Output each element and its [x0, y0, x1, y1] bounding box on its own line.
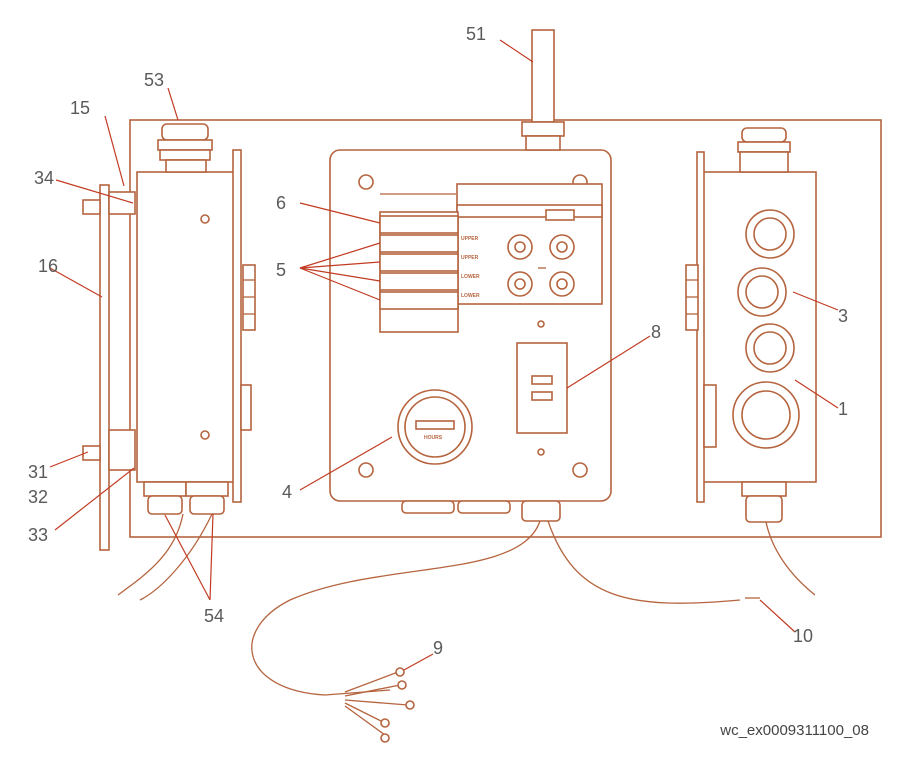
callout-10: 10	[793, 626, 813, 646]
callout-4: 4	[282, 482, 292, 502]
callout-1: 1	[838, 399, 848, 419]
callout-5: 5	[276, 260, 286, 280]
callout-16: 16	[38, 256, 58, 276]
callout-32: 32	[28, 487, 48, 507]
callout-8: 8	[651, 322, 661, 342]
svg-text:LOWER: LOWER	[461, 293, 480, 299]
callout-15: 15	[70, 98, 90, 118]
callout-33: 33	[28, 525, 48, 545]
figure-reference: wc_ex0009311100_08	[720, 722, 869, 739]
callout-53: 53	[144, 70, 164, 90]
callout-54: 54	[204, 606, 224, 626]
callout-9: 9	[433, 638, 443, 658]
svg-text:HOURS: HOURS	[424, 435, 443, 441]
svg-text:UPPER: UPPER	[461, 255, 479, 261]
svg-text:UPPER: UPPER	[461, 236, 479, 242]
mounting-plate-16	[82, 184, 136, 551]
right-enclosure	[685, 127, 817, 523]
control-box: UPPER UPPER LOWER LOWER HOURS	[329, 29, 612, 522]
leader-lines	[49, 39, 839, 671]
callout-31: 31	[28, 462, 48, 482]
svg-text:LOWER: LOWER	[461, 274, 480, 280]
callout-3: 3	[838, 306, 848, 326]
callout-6: 6	[276, 193, 286, 213]
callout-51: 51	[466, 24, 486, 44]
circuit-breaker-row	[379, 215, 459, 310]
callout-34: 34	[34, 168, 54, 188]
left-enclosure	[136, 123, 256, 515]
cables	[117, 513, 816, 743]
